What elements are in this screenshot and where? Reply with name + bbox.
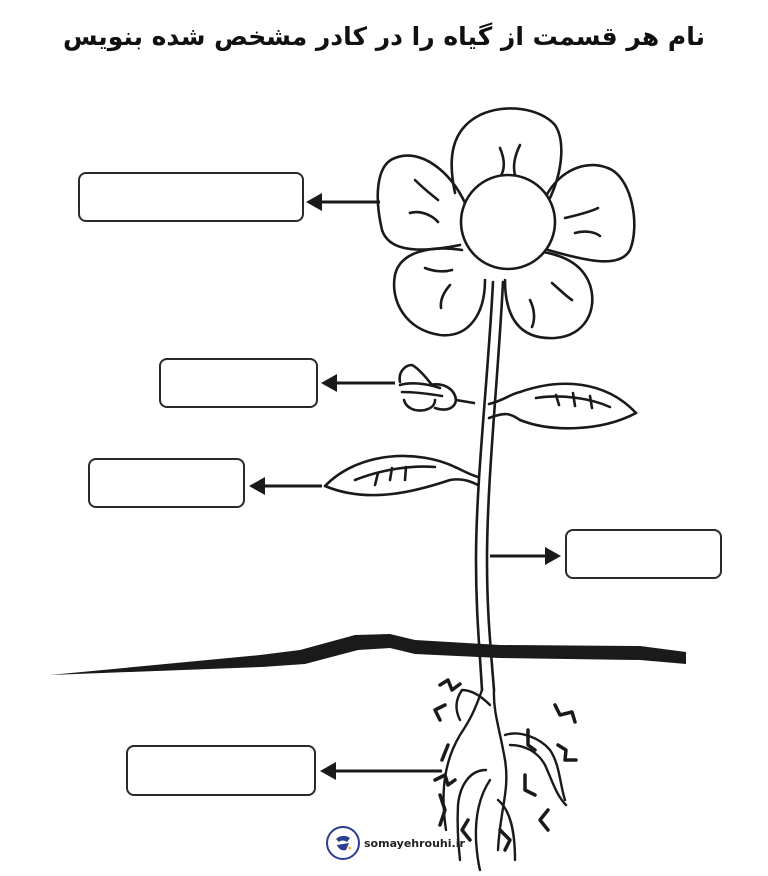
roots-drawing [442,688,568,872]
root-hairs-drawing [433,678,578,852]
stem-drawing [474,280,505,692]
label-box-flower[interactable] [78,172,304,222]
site-logo-icon [326,826,360,860]
leaf-label-input[interactable] [90,460,243,506]
label-box-leaf[interactable] [88,458,245,508]
arrows [249,193,561,780]
flower-label-input[interactable] [80,174,302,220]
watermark-text: somayehrouhi.ir [364,836,465,850]
worksheet-title: نام هر قسمت از گیاه را در کادر مشخص شده … [62,22,706,51]
upper-leaf-drawing [487,382,638,430]
label-box-root[interactable] [126,745,316,796]
stem-label-input[interactable] [567,531,720,577]
root-label-input[interactable] [128,747,314,794]
label-box-stem[interactable] [565,529,722,579]
bud-label-input[interactable] [161,360,316,406]
watermark: somayehrouhi.ir [326,826,465,860]
lower-leaf-drawing [323,454,480,497]
ground-line [50,634,686,675]
label-box-bud[interactable] [159,358,318,408]
flower-drawing [376,107,636,340]
bud-drawing [398,363,476,412]
